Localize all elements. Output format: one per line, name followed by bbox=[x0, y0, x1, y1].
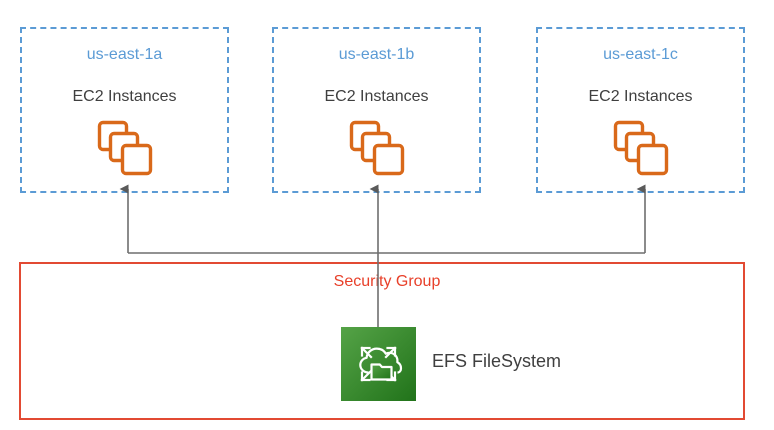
availability-zone-us-east-1a: us-east-1a EC2 Instances bbox=[20, 27, 229, 193]
availability-zone-us-east-1b: us-east-1b EC2 Instances bbox=[272, 27, 481, 193]
ec2-instances-icon bbox=[348, 119, 406, 177]
az-label-us-east-1a: us-east-1a bbox=[86, 46, 163, 63]
efs-filesystem-icon bbox=[341, 327, 416, 401]
ec2-instances-label-1a: EC2 Instances bbox=[72, 88, 177, 105]
ec2-instances-icon bbox=[96, 119, 154, 177]
az-label-us-east-1b: us-east-1b bbox=[338, 46, 415, 63]
ec2-instances-icon bbox=[612, 119, 670, 177]
ec2-instances-label-1b: EC2 Instances bbox=[324, 88, 429, 105]
availability-zone-us-east-1c: us-east-1c EC2 Instances bbox=[536, 27, 745, 193]
ec2-instances-label-1c: EC2 Instances bbox=[588, 88, 693, 105]
efs-filesystem-label: EFS FileSystem bbox=[432, 351, 562, 371]
az-label-us-east-1c: us-east-1c bbox=[603, 46, 678, 63]
security-group-boundary bbox=[19, 262, 745, 420]
security-group-label: Security Group bbox=[333, 273, 441, 290]
